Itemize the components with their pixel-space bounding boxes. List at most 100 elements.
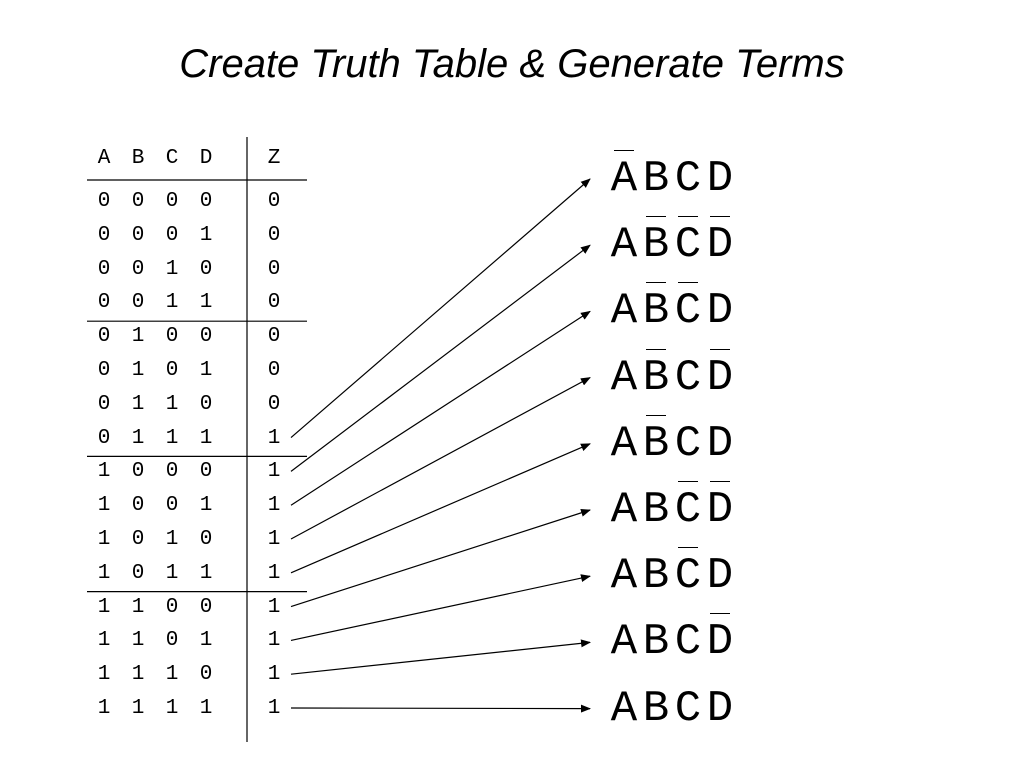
negated-literal: C xyxy=(672,282,704,333)
cell-input: 0 xyxy=(199,325,213,349)
cell-input: 1 xyxy=(97,528,111,551)
cell-input: 0 xyxy=(165,190,179,213)
cell-input: 1 xyxy=(131,359,145,382)
cell-input: 1 xyxy=(97,460,111,484)
header-b: B xyxy=(131,147,145,170)
cell-output: 0 xyxy=(267,359,281,382)
literal: C xyxy=(674,154,702,204)
cell-input: 0 xyxy=(165,494,179,518)
cell-input: 1 xyxy=(199,223,213,247)
cell-input: 1 xyxy=(165,392,179,416)
literal: A xyxy=(610,485,638,535)
cell-input: 0 xyxy=(131,494,145,518)
cell-input: 0 xyxy=(199,257,213,281)
cell-output: 1 xyxy=(267,494,281,518)
cell-output: 1 xyxy=(267,595,281,619)
cell-input: 0 xyxy=(97,392,111,416)
cell-input: 1 xyxy=(199,561,213,585)
cell-input: 1 xyxy=(97,697,111,720)
cell-output: 1 xyxy=(267,528,281,551)
negated-literal: C xyxy=(672,216,704,267)
row-to-term-arrow xyxy=(290,178,591,439)
cell-input: 0 xyxy=(131,257,145,281)
cell-input: 1 xyxy=(199,494,213,518)
row-to-term-arrow xyxy=(290,377,591,540)
negated-literal: B xyxy=(640,282,672,333)
negated-literal: D xyxy=(704,613,736,664)
cell-output: 0 xyxy=(267,257,281,281)
cell-output: 1 xyxy=(267,460,281,484)
negated-literal: B xyxy=(640,216,672,267)
literal: B xyxy=(642,551,670,602)
cell-output: 1 xyxy=(267,663,281,687)
cell-input: 0 xyxy=(165,223,179,247)
literal: B xyxy=(642,683,670,734)
cell-input: 1 xyxy=(165,426,179,450)
cell-input: 0 xyxy=(97,359,111,382)
cell-output: 1 xyxy=(267,697,281,720)
cell-input: 0 xyxy=(131,291,145,315)
negated-literal: A xyxy=(608,150,640,201)
cell-input: 0 xyxy=(131,190,145,213)
cell-input: 0 xyxy=(165,359,179,382)
literal: D xyxy=(706,286,734,337)
cell-input: 0 xyxy=(199,460,213,484)
cell-input: 0 xyxy=(165,460,179,484)
literal: B xyxy=(642,485,670,535)
cell-input: 0 xyxy=(97,190,111,213)
row-to-term-arrow xyxy=(290,704,591,713)
cell-input: 0 xyxy=(199,663,213,687)
literal: C xyxy=(674,352,702,403)
cell-input: 0 xyxy=(131,528,145,551)
cell-input: 0 xyxy=(165,325,179,349)
cell-output: 0 xyxy=(267,392,281,416)
cell-input: 1 xyxy=(131,325,145,349)
cell-output: 1 xyxy=(267,629,281,653)
header-a: A xyxy=(97,147,111,170)
row-to-term-arrow xyxy=(290,574,591,641)
row-to-term-arrow xyxy=(290,639,591,675)
row-to-term-arrow xyxy=(290,508,591,608)
literal: A xyxy=(610,683,638,734)
cell-output: 1 xyxy=(267,561,281,585)
cell-input: 1 xyxy=(165,663,179,687)
cell-input: 1 xyxy=(131,697,145,720)
cell-input: 1 xyxy=(165,561,179,585)
cell-input: 0 xyxy=(97,325,111,349)
negated-literal: C xyxy=(672,481,704,532)
cell-input: 1 xyxy=(97,663,111,687)
literal: C xyxy=(674,683,702,734)
row-to-term-arrow xyxy=(290,443,591,574)
literal: D xyxy=(706,154,734,204)
literal: D xyxy=(706,551,734,602)
literal: D xyxy=(706,418,734,469)
cell-input: 1 xyxy=(97,629,111,653)
cell-input: 0 xyxy=(131,223,145,247)
literal: A xyxy=(610,617,638,668)
cell-input: 1 xyxy=(199,291,213,315)
cell-input: 0 xyxy=(131,561,145,585)
literal: B xyxy=(642,617,670,668)
cell-input: 0 xyxy=(199,595,213,619)
cell-input: 1 xyxy=(131,426,145,450)
cell-input: 1 xyxy=(165,257,179,281)
slide-title: Create Truth Table & Generate Terms xyxy=(179,42,845,86)
literal: A xyxy=(610,418,638,469)
cell-output: 0 xyxy=(267,190,281,213)
negated-literal: B xyxy=(640,414,672,466)
cell-output: 0 xyxy=(267,291,281,315)
literal: A xyxy=(610,551,638,602)
cell-input: 0 xyxy=(131,460,145,484)
header-c: C xyxy=(165,147,179,170)
cell-input: 1 xyxy=(131,663,145,687)
negated-literal: D xyxy=(704,481,736,532)
